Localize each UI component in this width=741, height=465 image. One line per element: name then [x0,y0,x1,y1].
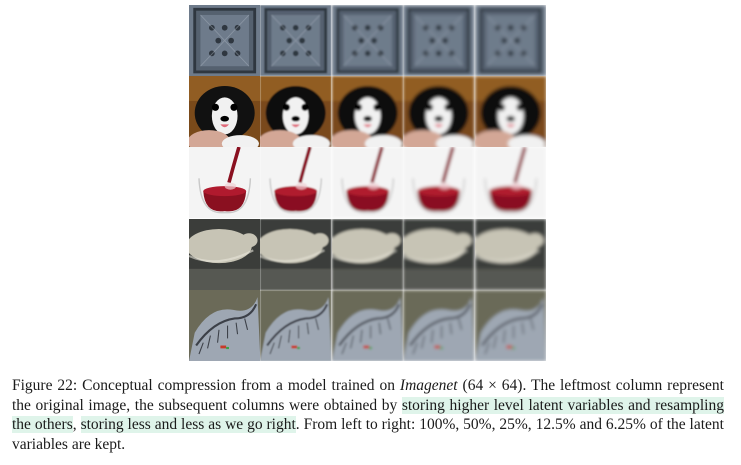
thumbnail-white-animal-1 [189,218,261,290]
thumbnail-white-animal-5 [474,218,546,290]
thumbnail-manhole-cover-2 [260,5,332,77]
thumbnail-manhole-cover-3 [331,5,404,77]
thumbnail-sea-creature-4 [403,289,475,361]
caption-text: . From left to right: 100%, 50%, 25%, 12… [12,416,724,453]
thumbnail-manhole-cover-4 [403,5,475,77]
figure-caption: Figure 22: Conceptual compression from a… [12,376,724,454]
caption-highlight: storing less and less as we go right [80,416,296,433]
thumbnail-white-animal-2 [260,218,332,290]
thumbnail-sea-creature-1 [189,289,261,361]
caption-label: Figure 22: [12,377,78,394]
thumbnail-puppy-3 [331,76,404,148]
thumbnail-puppy-4 [403,76,475,148]
thumbnail-wine-glass-4 [403,147,475,219]
thumbnail-sea-creature-5 [474,289,546,361]
thumbnail-wine-glass-5 [474,147,546,219]
thumbnail-white-animal-4 [403,218,475,290]
caption-text: , [72,416,81,433]
figure-image-grid [189,5,546,361]
caption-dataset: Imagenet [399,377,458,394]
caption-text: (64 × 64). The leftmost column represent… [12,377,724,414]
thumbnail-wine-glass-1 [189,147,261,219]
thumbnail-white-animal-3 [331,218,404,290]
thumbnail-wine-glass-3 [331,147,404,219]
thumbnail-manhole-cover-1 [189,5,261,77]
thumbnail-puppy-1 [189,76,261,148]
thumbnail-wine-glass-2 [260,147,332,219]
thumbnail-puppy-2 [260,76,332,148]
thumbnail-sea-creature-2 [260,289,332,361]
thumbnail-manhole-cover-5 [474,5,546,77]
thumbnail-sea-creature-3 [331,289,404,361]
thumbnail-puppy-5 [474,76,546,148]
caption-text: Conceptual compression from a model trai… [77,377,400,394]
